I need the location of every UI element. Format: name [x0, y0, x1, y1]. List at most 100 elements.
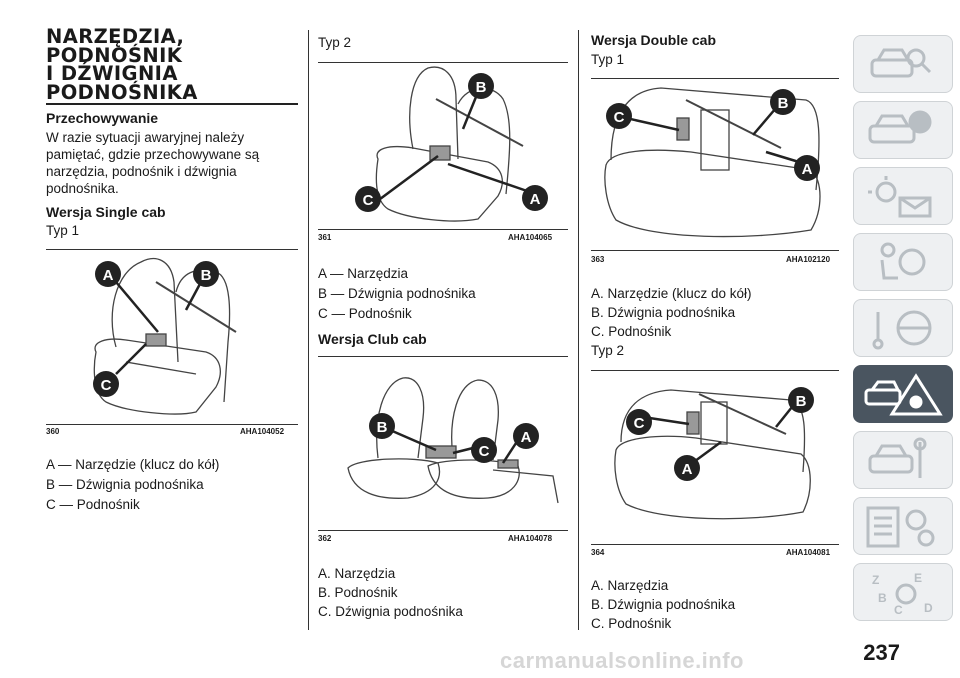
callout-c-circle [355, 186, 381, 212]
column-divider-1 [308, 30, 309, 630]
list-gears-icon [866, 506, 935, 548]
figure-363-bench: C B A [604, 87, 821, 238]
tab-info[interactable] [853, 101, 953, 159]
callout-b: B [377, 419, 388, 436]
callout-b-circle [193, 261, 219, 287]
intro-line-1: W razie sytuacji awaryjnej należy [46, 130, 245, 145]
legend-b: B — Dźwignia podnośnika [46, 477, 204, 492]
tab-servicing[interactable] [853, 431, 953, 489]
legend-b: B. Dźwignia podnośnika [591, 305, 736, 320]
watermark: carmanualsonline.info [500, 648, 744, 673]
callout-b: B [778, 95, 789, 112]
legend-b: B. Dźwignia podnośnika [591, 597, 736, 612]
figure-code: AHA104065 [508, 233, 553, 242]
car-service-icon [868, 437, 927, 478]
tab-specifications[interactable] [853, 497, 953, 555]
type-label: Typ 1 [46, 223, 80, 238]
figure-rule [318, 62, 568, 63]
type-label: Typ 2 [318, 35, 352, 50]
section-single-cab: Wersja Single cab [46, 204, 166, 220]
callout-b-circle [468, 73, 494, 99]
page-number: 237 [863, 640, 900, 665]
svg-text:E: E [914, 571, 922, 585]
legend-c: C. Dźwignia podnośnika [318, 604, 463, 619]
callout-a: A [521, 429, 532, 446]
callout-a-circle [513, 423, 539, 449]
svg-text:Z: Z [872, 573, 879, 587]
figure-code: AHA104052 [240, 427, 285, 436]
light-mail-icon [868, 176, 932, 218]
section-double-cab: Wersja Double cab [591, 32, 717, 48]
tab-emergency[interactable] [853, 365, 953, 423]
callout-c: C [614, 109, 625, 126]
figure-rule [591, 78, 839, 79]
tab-dashboard[interactable] [853, 35, 953, 93]
callout-c: C [634, 415, 645, 432]
legend-a: A. Narzędzia [591, 578, 669, 593]
figure-rule [591, 370, 839, 371]
caption-rule [318, 229, 568, 230]
caption-rule [591, 544, 839, 545]
page-title: NARZĘDZIA, PODNOŚNIK I DŹWIGNIA PODNOŚNI… [46, 25, 198, 104]
tab-lights-messages[interactable] [853, 167, 953, 225]
legend-a: A — Narzędzie (klucz do kół) [46, 457, 220, 472]
figure-rule [46, 249, 298, 250]
legend-b: B. Podnośnik [318, 585, 398, 600]
column-divider-2 [578, 30, 579, 630]
figure-code: AHA102120 [786, 255, 831, 264]
svg-text:C: C [894, 603, 903, 617]
callout-b-circle [770, 89, 796, 115]
callout-a: A [103, 267, 114, 284]
legend-c: C — Podnośnik [46, 497, 140, 512]
section-club-cab: Wersja Club cab [318, 331, 427, 347]
legend-c: C. Podnośnik [591, 616, 672, 631]
callout-b-circle [369, 413, 395, 439]
intro-line-4: podnośnika. [46, 181, 119, 196]
warning-triangle-icon [864, 373, 943, 416]
caption-rule [46, 424, 298, 425]
figure-364-bench: C B A [614, 387, 814, 520]
car-info-icon [868, 110, 932, 144]
svg-text:B: B [878, 591, 887, 605]
caption-rule [318, 530, 568, 531]
callout-a-circle [95, 261, 121, 287]
figure-number: 360 [46, 427, 60, 436]
tab-driving[interactable] [853, 299, 953, 357]
intro-line-2: pamiętać, gdzie przechowywane są [46, 147, 260, 162]
callout-a-circle [522, 185, 548, 211]
intro-line-3: narzędzia, podnośnik i dźwignia [46, 164, 237, 179]
callout-c: C [479, 443, 490, 460]
figure-code: AHA104078 [508, 534, 553, 543]
callout-b: B [476, 79, 487, 96]
figure-code: AHA104081 [786, 548, 831, 557]
legend-a: A. Narzędzie (klucz do kół) [591, 286, 752, 301]
callout-c-circle [93, 371, 119, 397]
callout-c: C [101, 377, 112, 394]
callout-a-circle [674, 455, 700, 481]
steering-icon [872, 310, 932, 350]
figure-361-seat: C B A [355, 66, 548, 222]
legend-c: C. Podnośnik [591, 324, 672, 339]
tab-safety[interactable] [853, 233, 953, 291]
callout-a: A [682, 461, 693, 478]
title-rule [46, 103, 298, 105]
caption-rule [591, 250, 839, 251]
callout-a: A [802, 161, 813, 178]
legend-b: B — Dźwignia podnośnika [318, 286, 476, 301]
figure-362-seats: B C A [347, 377, 559, 504]
airbag-icon [880, 242, 926, 280]
legend-a: A — Narzędzia [318, 266, 409, 281]
figure-number: 362 [318, 534, 332, 543]
callout-c-circle [606, 103, 632, 129]
figure-number: 364 [591, 548, 605, 557]
callout-b: B [201, 267, 212, 284]
legend-c: C — Podnośnik [318, 306, 412, 321]
callout-a: A [530, 191, 541, 208]
figure-number: 363 [591, 255, 605, 264]
callout-c: C [363, 192, 374, 209]
figure-number: 361 [318, 233, 332, 242]
type-label-1: Typ 1 [591, 52, 625, 67]
callout-c-circle [471, 437, 497, 463]
